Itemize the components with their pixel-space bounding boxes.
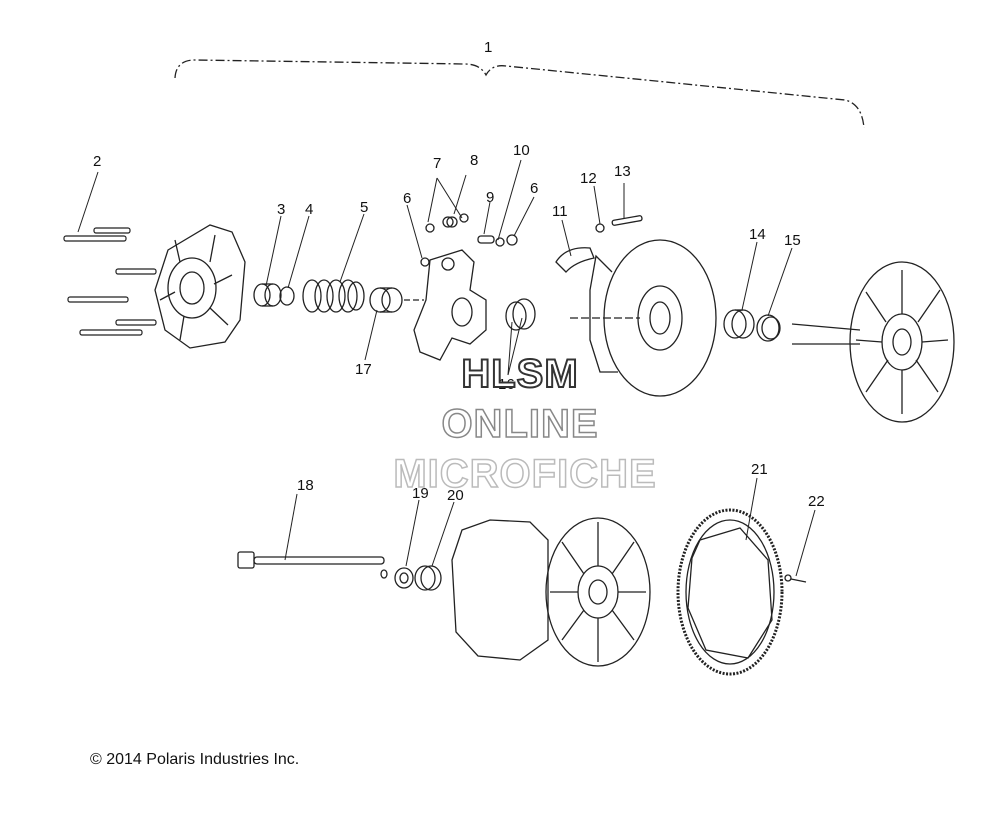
callout-10: 10 [513,142,530,159]
leader-lines [77,159,816,577]
callout-21: 21 [751,461,768,478]
copyright-text: © 2014 Polaris Industries Inc. [90,751,300,768]
callout-3: 3 [277,201,286,218]
assembly-bracket [174,59,865,129]
callout-17: 17 [355,361,372,378]
callout-11: 11 [552,203,568,220]
callout-19: 19 [412,485,429,502]
callout-5: 5 [360,199,369,216]
callout-9: 9 [486,189,495,206]
spring [302,279,365,313]
callout-20: 20 [447,487,464,504]
callout-15: 15 [784,232,801,249]
callout-6a: 6 [403,190,412,207]
ring-gear [676,508,784,676]
callout-8: 8 [470,152,479,169]
moveable-sheave [570,239,717,397]
spider [413,249,487,361]
callout-16: 16 [498,376,515,393]
long-bolt [237,551,388,579]
watermark-line-2: ONLINE [441,401,599,447]
callout-14: 14 [749,226,766,243]
assembled-clutch [451,517,651,667]
callout-2: 2 [93,153,102,170]
callout-4: 4 [305,201,314,218]
callout-13: 13 [614,163,631,180]
callout-1: 1 [484,39,493,56]
callout-7: 7 [433,155,442,172]
cover-plate [154,224,246,349]
watermark-line-1: HLSM [460,351,579,397]
callout-6b: 6 [530,180,539,197]
watermark-line-3: MICROFICHE [393,451,657,497]
callout-18: 18 [297,477,314,494]
bolts [63,227,157,336]
callout-22: 22 [808,493,825,510]
callout-12: 12 [580,170,597,187]
fixed-sheave [791,261,955,423]
